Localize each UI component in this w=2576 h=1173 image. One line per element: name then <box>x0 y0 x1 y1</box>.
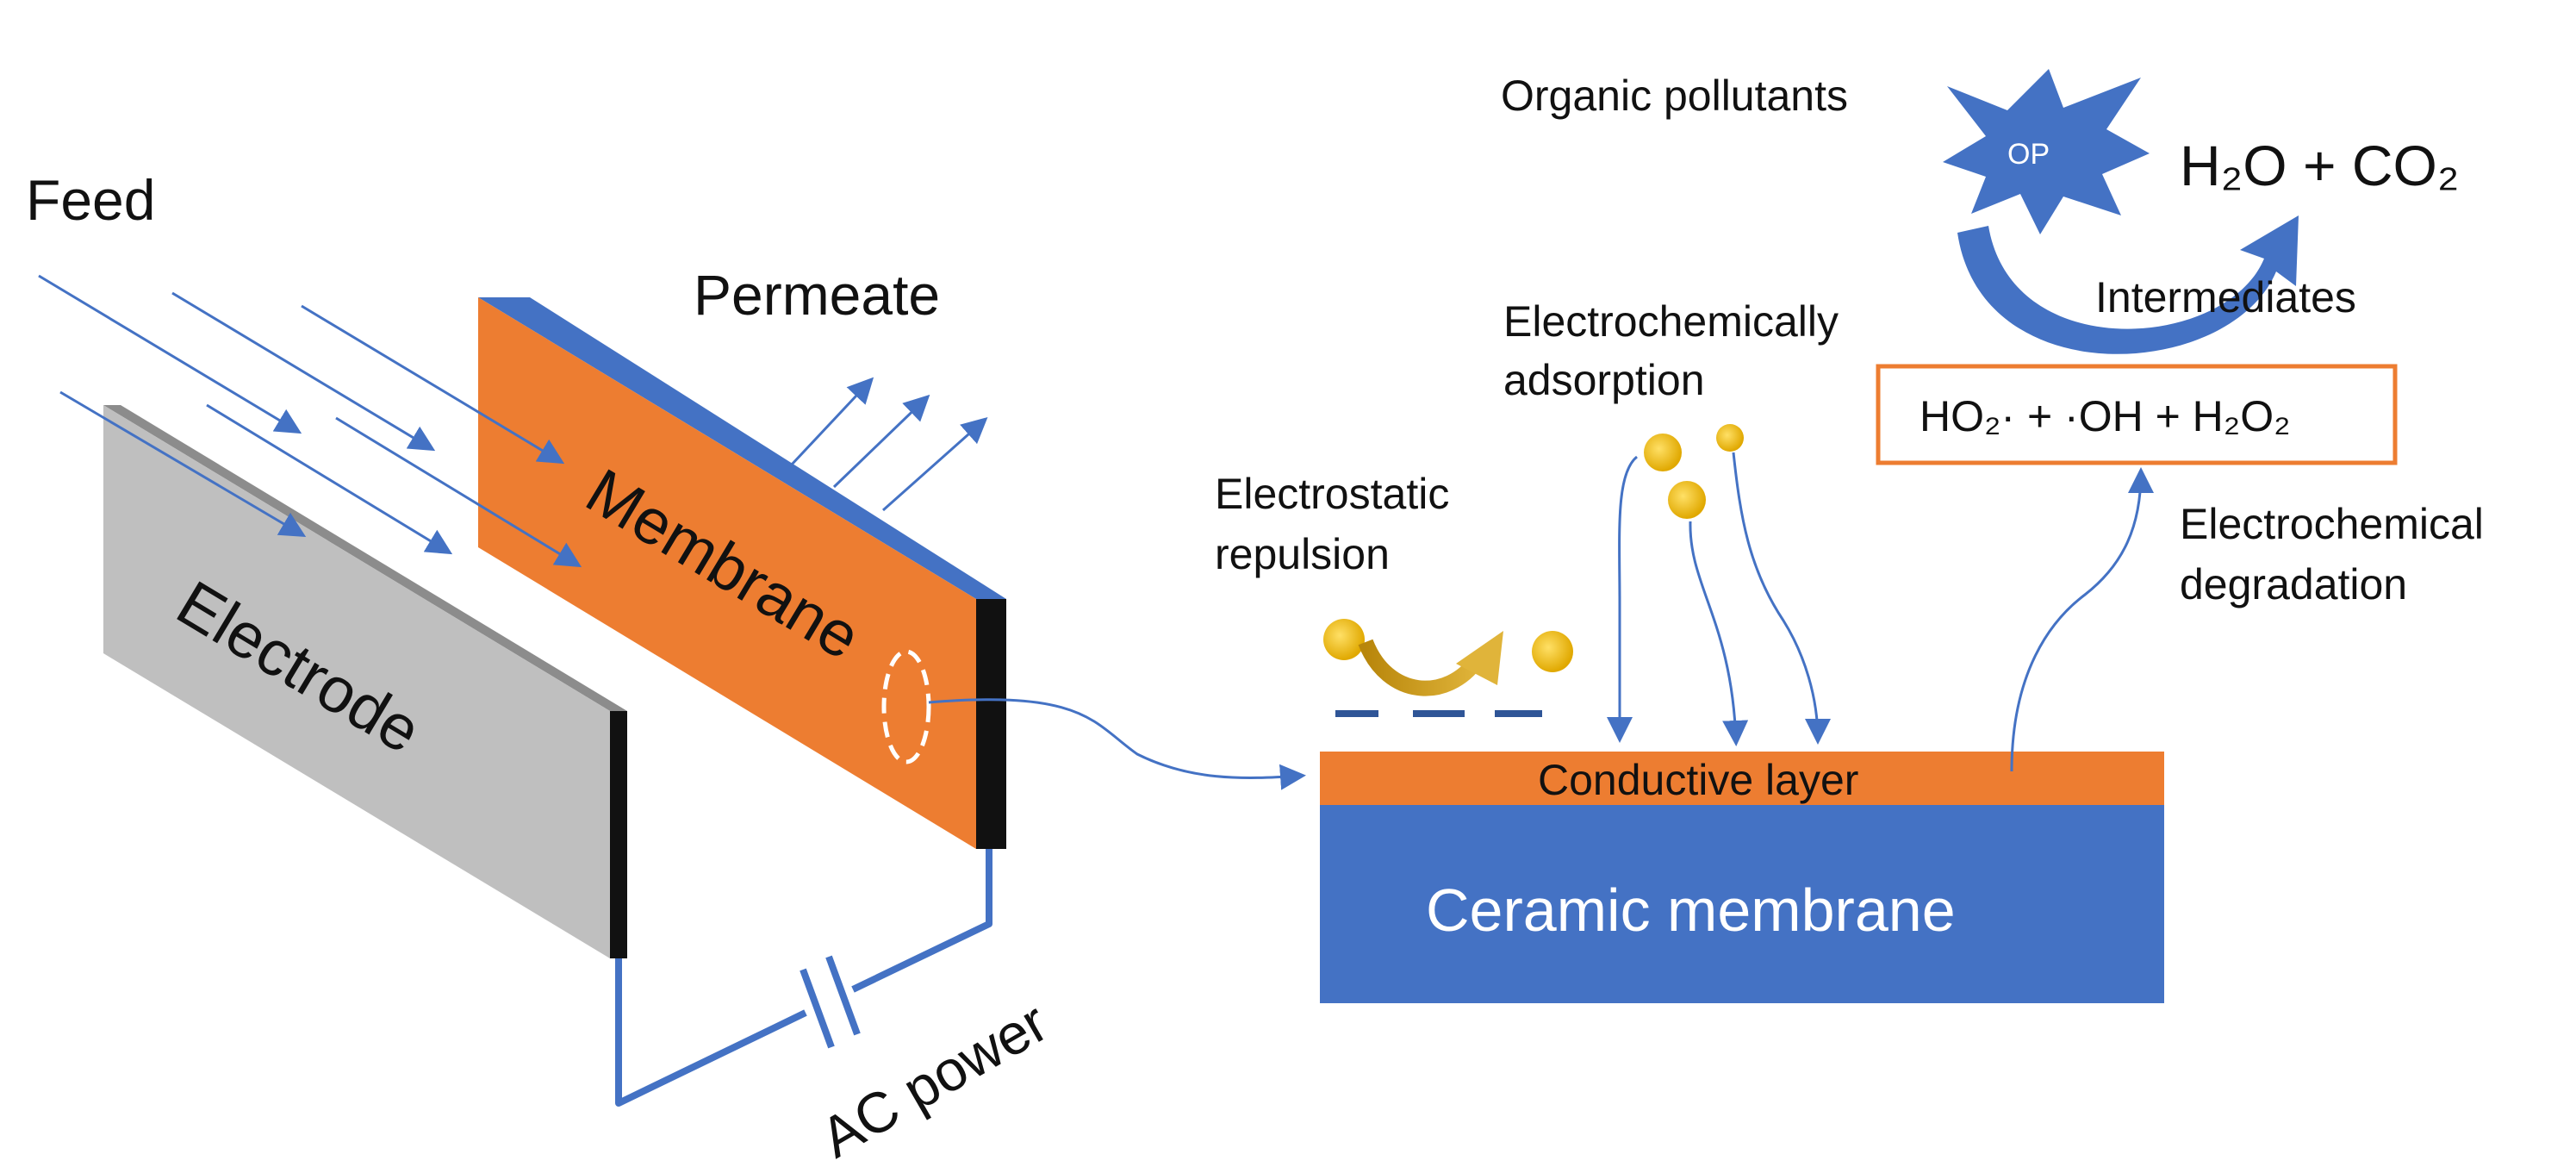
electrode-edge-face <box>610 711 627 958</box>
adsorption-arrows <box>1607 452 1831 746</box>
adsorption-arrow <box>1607 455 1639 743</box>
ceramic-membrane <box>1320 805 2164 1003</box>
feed-arrows <box>38 274 582 568</box>
membrane-edge-face <box>976 599 1006 849</box>
degradation-label-line1: Electrochemical <box>2180 500 2484 548</box>
feed-arrow <box>171 291 436 452</box>
circuit-wire-right <box>851 849 992 993</box>
feed-arrow <box>206 403 453 555</box>
electrostatic-label-line2: repulsion <box>1215 530 1390 578</box>
op-label: OP <box>2007 138 2050 171</box>
ceramic-membrane-label: Ceramic membrane <box>1426 877 1956 944</box>
intermediates-label: Intermediates <box>2095 273 2356 321</box>
electrostatic-label-line1: Electrostatic <box>1215 470 1449 518</box>
adsorbed-particle <box>1716 424 1744 452</box>
radicals-label: HO₂· + ·OH + H₂O₂ <box>1920 392 2291 440</box>
feed-arrow <box>301 304 565 465</box>
feed-arrow <box>335 416 582 568</box>
degradation-arrow <box>2010 467 2154 772</box>
electrode-slab <box>103 405 627 958</box>
circuit-wire-left <box>615 958 807 1107</box>
repulsion-arrow-head <box>1456 631 1503 685</box>
feed-arrow <box>59 390 307 538</box>
adsorption-label-line2: adsorption <box>1503 356 1705 404</box>
adsorbed-particle <box>1644 434 1682 471</box>
permeate-arrow <box>882 417 988 512</box>
op-star-icon <box>1943 69 2150 234</box>
membrane-top-face <box>478 297 1006 599</box>
degradation-label-line2: degradation <box>2180 560 2407 608</box>
adsorption-label-line1: Electrochemically <box>1503 297 1839 346</box>
permeate-arrow <box>832 394 930 489</box>
permeate-arrows <box>789 377 988 512</box>
adsorption-arrow <box>1732 452 1831 745</box>
ac-power-circuit <box>615 849 992 1107</box>
electrode-front-face <box>103 405 610 958</box>
adsorbed-particle <box>1668 481 1706 519</box>
capacitor-plate <box>825 955 861 1036</box>
membrane-zoom-ellipse <box>881 649 931 764</box>
feed-label: Feed <box>26 168 155 232</box>
transformation-arrow <box>1957 215 2299 354</box>
radicals-box <box>1876 364 2398 465</box>
conductive-layer-label: Conductive layer <box>1538 756 1858 804</box>
charged-particle <box>1323 619 1365 660</box>
repulsion-arrow <box>1358 639 1484 696</box>
zoom-connector-arrow <box>928 698 1306 790</box>
adsorption-arrow <box>1689 521 1749 746</box>
ac-power-label: AC power <box>810 989 1058 1170</box>
charged-particle <box>1532 631 1573 672</box>
feed-arrow <box>38 274 302 434</box>
conductive-layer <box>1320 752 2164 805</box>
organic-pollutants-label: Organic pollutants <box>1501 72 1848 120</box>
permeate-label: Permeate <box>694 263 940 327</box>
membrane-front-face <box>478 297 976 849</box>
electrode-top-face <box>103 405 627 711</box>
products-label: H₂O + CO₂ <box>2180 134 2459 197</box>
membrane-slab <box>478 297 1006 849</box>
permeate-arrow <box>789 377 874 467</box>
capacitor-plate <box>800 968 835 1049</box>
